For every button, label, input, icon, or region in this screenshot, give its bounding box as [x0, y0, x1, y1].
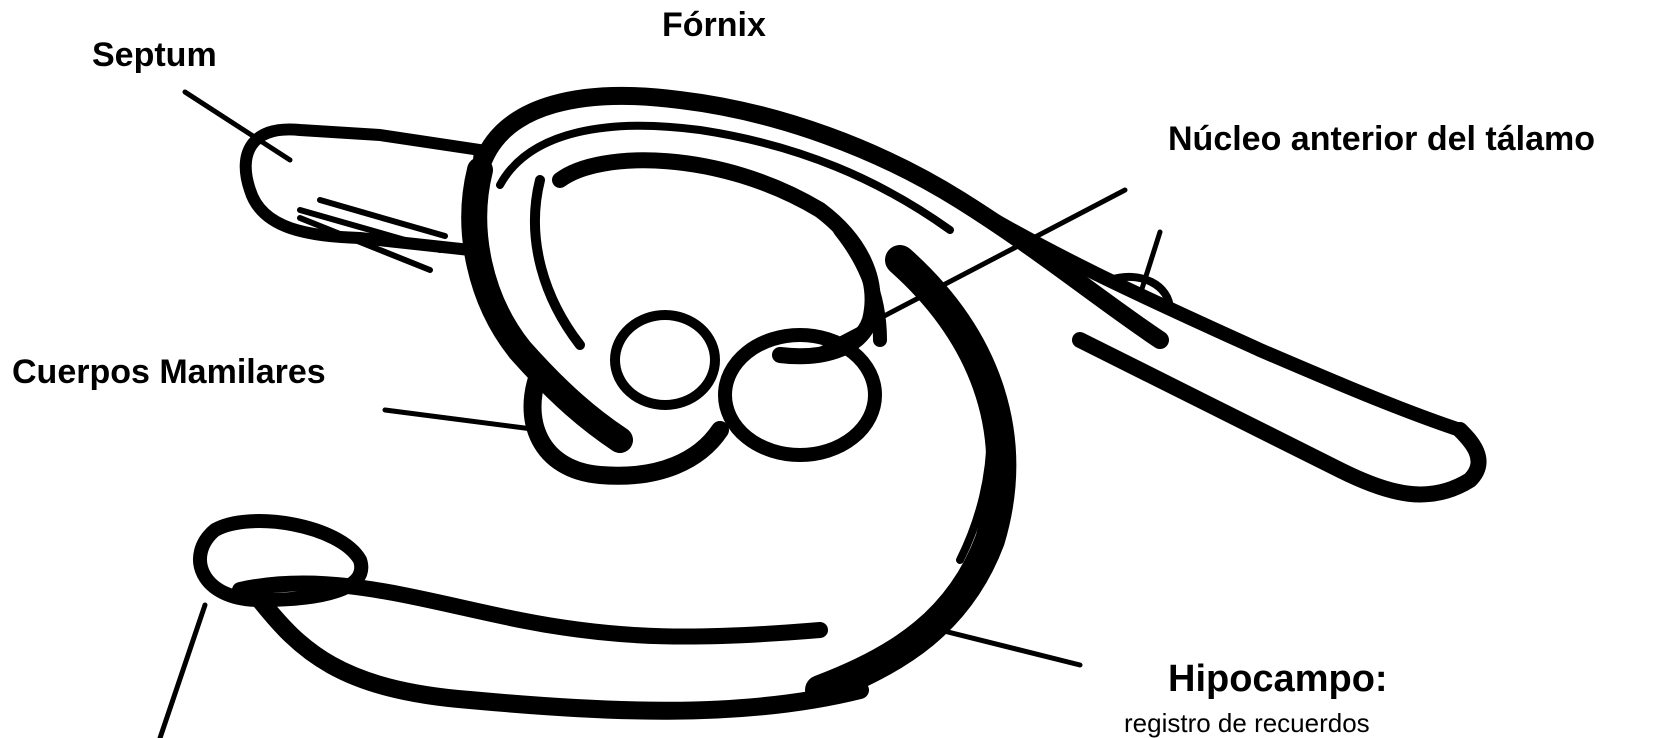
hippocampus-body-lower — [260, 600, 860, 711]
fornix-label: Fórnix — [662, 8, 766, 42]
fornix-column — [474, 170, 620, 440]
cuerpos-mamilares-pointer-line — [385, 410, 540, 430]
hipocampo-pointer-line — [940, 630, 1080, 665]
septum-label: Septum — [92, 38, 217, 72]
septum-structure — [246, 129, 480, 250]
hippocampus-lower-pointer-line — [160, 605, 205, 738]
hippocampus-arc — [820, 260, 1001, 690]
nucleo-anterior-label: Núcleo anterior del tálamo — [1168, 122, 1595, 156]
cuerpos-mamilares-label: Cuerpos Mamilares — [12, 355, 326, 389]
mammillary-body-left — [615, 315, 715, 405]
stria-tail-upper — [960, 200, 1460, 430]
thalamus-body — [560, 160, 873, 356]
hipocampo-label: Hipocampo: — [1168, 660, 1388, 698]
fornix-column-inner — [535, 180, 580, 345]
hipocampo-description: registro de recuerdos — [1124, 710, 1370, 736]
